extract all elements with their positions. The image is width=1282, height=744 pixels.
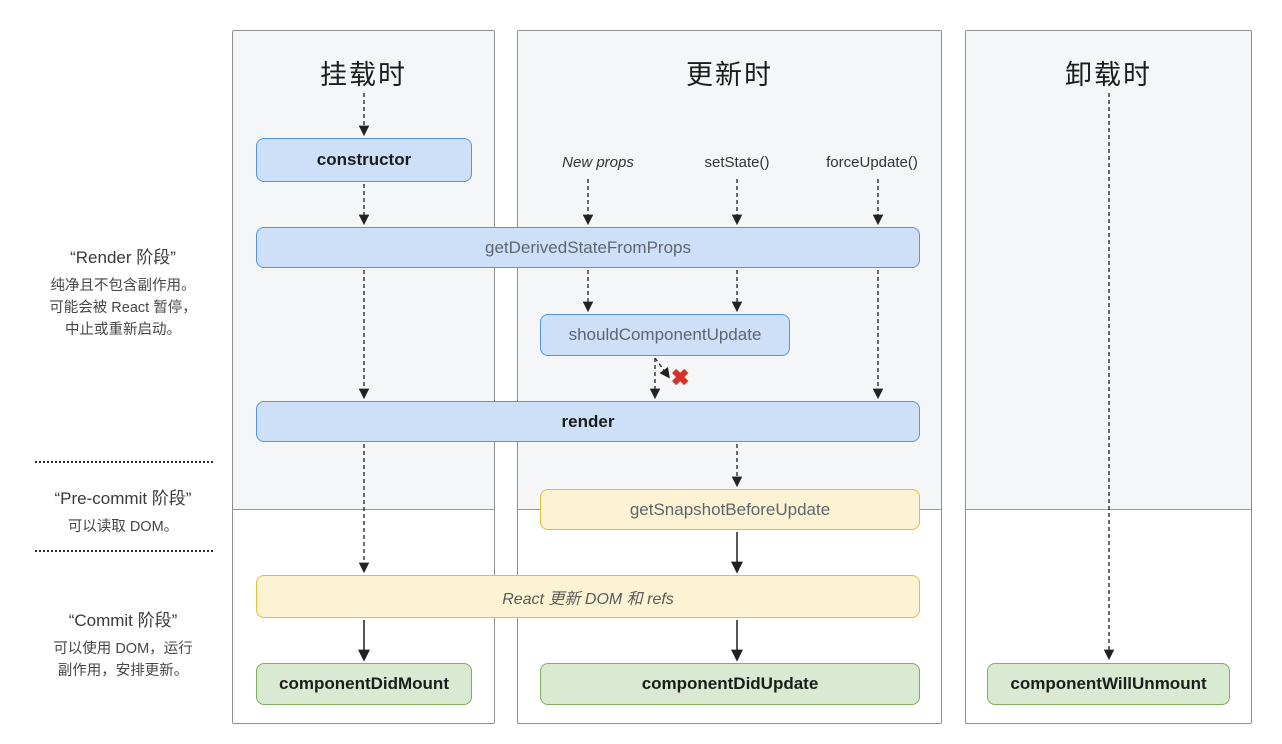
shouldcomponentupdate-box[interactable]: shouldComponentUpdate: [540, 314, 790, 356]
column-title-mounting: 挂载时: [320, 60, 407, 90]
render-box[interactable]: render: [256, 401, 920, 442]
panel-updating: 更新时: [517, 30, 942, 724]
panel-mounting: 挂载时: [232, 30, 495, 724]
panel-unmounting: 卸载时: [965, 30, 1252, 724]
trigger-forceupdate: forceUpdate(): [826, 154, 918, 171]
phase-separator: [35, 461, 213, 463]
phase-description-line: 纯净且不包含副作用。: [50, 278, 196, 294]
phase-description-line: 副作用，安排更新。: [57, 663, 189, 679]
constructor-box[interactable]: constructor: [256, 138, 472, 182]
getsnapshotbeforeupdate-box[interactable]: getSnapshotBeforeUpdate: [540, 489, 920, 530]
phase-description-line: 可以读取 DOM。: [67, 519, 179, 535]
column-title-updating: 更新时: [686, 60, 773, 90]
phase-title: “Render 阶段”: [70, 248, 176, 267]
phase-separator: [35, 550, 213, 552]
skip-update-x-icon: ✖: [671, 365, 690, 390]
phase-label-precommit: “Pre-commit 阶段” 可以读取 DOM。: [18, 484, 228, 538]
componentwillunmount-box[interactable]: componentWillUnmount: [987, 663, 1230, 705]
phase-label-commit: “Commit 阶段” 可以使用 DOM，运行 副作用，安排更新。: [18, 606, 228, 682]
phase-description: 可以读取 DOM。: [18, 516, 228, 538]
column-title-unmounting: 卸载时: [1065, 60, 1152, 90]
phase-description: 纯净且不包含副作用。 可能会被 React 暂停， 中止或重新启动。: [18, 275, 228, 341]
trigger-setstate: setState(): [704, 154, 770, 171]
getderivedstatefromprops-box[interactable]: getDerivedStateFromProps: [256, 227, 920, 268]
componentdidmount-box[interactable]: componentDidMount: [256, 663, 472, 705]
phase-description-line: 可能会被 React 暂停，: [49, 300, 197, 316]
phase-label-render: “Render 阶段” 纯净且不包含副作用。 可能会被 React 暂停， 中止…: [18, 243, 228, 341]
render-phase-region: [966, 31, 1251, 510]
phase-title: “Commit 阶段”: [68, 611, 178, 630]
phase-description: 可以使用 DOM，运行 副作用，安排更新。: [18, 638, 228, 682]
phase-title: “Pre-commit 阶段”: [54, 489, 192, 508]
phase-description-line: 可以使用 DOM，运行: [53, 641, 193, 657]
trigger-new-props: New props: [562, 154, 634, 171]
react-updates-dom-box: React 更新 DOM 和 refs: [256, 575, 920, 618]
componentdidupdate-box[interactable]: componentDidUpdate: [540, 663, 920, 705]
phase-description-line: 中止或重新启动。: [65, 322, 181, 338]
